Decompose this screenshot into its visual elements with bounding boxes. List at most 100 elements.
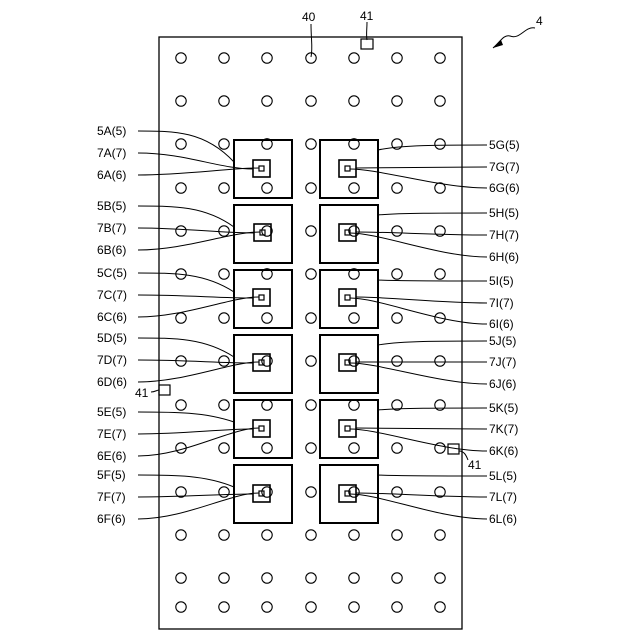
through-hole bbox=[306, 96, 316, 106]
leader-40 bbox=[311, 24, 312, 57]
label-7G: 7G(7) bbox=[489, 160, 520, 174]
through-hole bbox=[392, 573, 402, 583]
through-hole bbox=[176, 139, 186, 149]
through-hole bbox=[392, 96, 402, 106]
through-hole bbox=[306, 183, 316, 193]
board-label: 40 bbox=[302, 10, 316, 24]
through-hole bbox=[306, 443, 316, 453]
leader-line bbox=[138, 206, 234, 227]
label-6F: 6F(6) bbox=[97, 512, 126, 526]
core-left bbox=[259, 295, 264, 300]
through-hole bbox=[435, 96, 445, 106]
through-hole bbox=[435, 443, 445, 453]
through-hole bbox=[219, 96, 229, 106]
leader-line bbox=[378, 145, 487, 150]
label-6L: 6L(6) bbox=[489, 512, 517, 526]
label-5L: 5L(5) bbox=[489, 469, 517, 483]
through-hole bbox=[306, 313, 316, 323]
through-hole bbox=[262, 96, 272, 106]
through-hole bbox=[176, 573, 186, 583]
label-5K: 5K(5) bbox=[489, 401, 518, 415]
through-hole bbox=[262, 602, 272, 612]
through-hole bbox=[435, 269, 445, 279]
leader-line bbox=[138, 338, 234, 357]
through-hole bbox=[219, 226, 229, 236]
through-hole bbox=[219, 400, 229, 410]
through-hole bbox=[306, 356, 316, 366]
label-6J: 6J(6) bbox=[489, 377, 516, 391]
through-hole bbox=[176, 602, 186, 612]
through-hole bbox=[219, 573, 229, 583]
leader-line bbox=[378, 213, 487, 215]
through-hole bbox=[349, 573, 359, 583]
through-hole bbox=[392, 443, 402, 453]
through-hole bbox=[349, 96, 359, 106]
through-hole bbox=[392, 226, 402, 236]
left-labels: 5A(5) 7A(7) 6A(6) 5B(5) 7B(7) 6B(6) 5C(5… bbox=[97, 124, 127, 526]
label-5H: 5H(5) bbox=[489, 206, 519, 220]
leader-line bbox=[138, 412, 234, 422]
through-hole bbox=[306, 226, 316, 236]
label-7E: 7E(7) bbox=[97, 427, 126, 441]
through-hole bbox=[349, 602, 359, 612]
label-7I: 7I(7) bbox=[489, 296, 514, 310]
marker-41-left bbox=[159, 385, 170, 395]
core-left bbox=[259, 426, 264, 431]
label-6D: 6D(6) bbox=[97, 375, 127, 389]
through-hole bbox=[435, 573, 445, 583]
label-6C: 6C(6) bbox=[97, 310, 127, 324]
label-6I: 6I(6) bbox=[489, 317, 514, 331]
through-hole bbox=[306, 602, 316, 612]
figure-ref-arrowhead bbox=[493, 40, 503, 48]
through-hole bbox=[262, 573, 272, 583]
leader-line bbox=[378, 341, 487, 345]
through-hole bbox=[392, 183, 402, 193]
label-5B: 5B(5) bbox=[97, 199, 126, 213]
through-hole bbox=[392, 53, 402, 63]
through-hole bbox=[392, 269, 402, 279]
through-hole bbox=[392, 530, 402, 540]
through-hole-grid bbox=[176, 53, 445, 612]
label-7L: 7L(7) bbox=[489, 490, 517, 504]
through-hole bbox=[219, 356, 229, 366]
through-hole bbox=[262, 530, 272, 540]
label-5F: 5F(5) bbox=[97, 468, 126, 482]
leader-line bbox=[138, 475, 234, 487]
label-7J: 7J(7) bbox=[489, 355, 516, 369]
label-7A: 7A(7) bbox=[97, 146, 126, 160]
label-5C: 5C(5) bbox=[97, 266, 127, 280]
through-hole bbox=[219, 269, 229, 279]
core-left bbox=[259, 166, 264, 171]
figure-ref-label: 4 bbox=[536, 14, 543, 28]
marker-41-top bbox=[361, 39, 373, 49]
label-7B: 7B(7) bbox=[97, 221, 126, 235]
leader-line bbox=[378, 475, 487, 476]
through-hole bbox=[392, 313, 402, 323]
label-6K: 6K(6) bbox=[489, 444, 518, 458]
through-hole bbox=[349, 530, 359, 540]
through-hole bbox=[176, 53, 186, 63]
through-hole bbox=[392, 487, 402, 497]
leader-line bbox=[378, 280, 487, 281]
label-7C: 7C(7) bbox=[97, 288, 127, 302]
label-5D: 5D(5) bbox=[97, 331, 127, 345]
through-hole bbox=[219, 139, 229, 149]
through-hole bbox=[176, 313, 186, 323]
through-hole bbox=[435, 356, 445, 366]
through-hole bbox=[435, 602, 445, 612]
through-hole bbox=[306, 530, 316, 540]
right-labels: 5G(5) 7G(7) 6G(6) 5H(5) 7H(7) 6H(6) 5I(5… bbox=[489, 138, 520, 526]
core-right bbox=[345, 426, 350, 431]
through-hole bbox=[306, 487, 316, 497]
through-hole bbox=[176, 400, 186, 410]
label-6A: 6A(6) bbox=[97, 168, 126, 182]
through-hole bbox=[219, 313, 229, 323]
label-7H: 7H(7) bbox=[489, 228, 519, 242]
label-5E: 5E(5) bbox=[97, 405, 126, 419]
through-hole bbox=[306, 573, 316, 583]
core-right bbox=[345, 166, 350, 171]
label-6H: 6H(6) bbox=[489, 250, 519, 264]
label-6G: 6G(6) bbox=[489, 181, 520, 195]
through-hole bbox=[176, 183, 186, 193]
